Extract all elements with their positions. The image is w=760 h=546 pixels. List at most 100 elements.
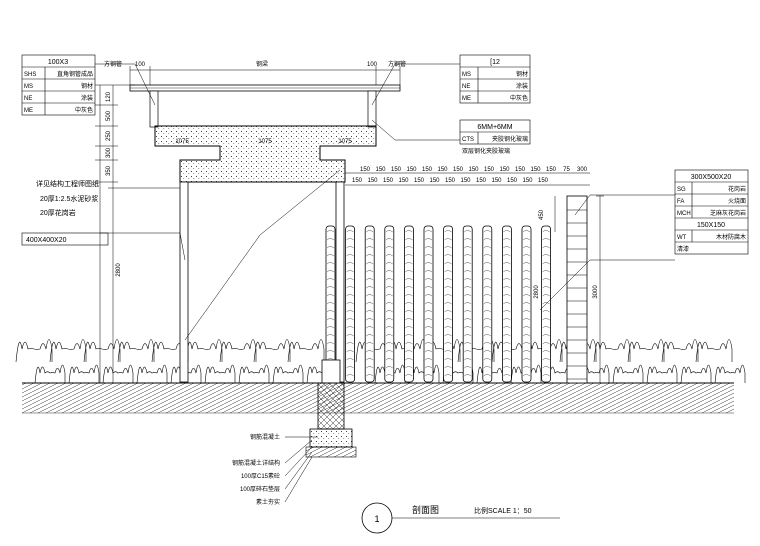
right-mid-table-value: 木材防腐木 [716, 233, 746, 241]
shrub [272, 364, 304, 384]
post-dim: 150 [484, 167, 495, 173]
left-table-value: 中灰色 [75, 106, 93, 114]
post-row [325, 225, 551, 383]
concrete-frame [154, 125, 377, 383]
shrub [15, 339, 53, 363]
shrub [219, 339, 257, 363]
shrub [714, 364, 746, 384]
post-dim: 150 [406, 167, 417, 173]
left-table-value: 直角钢管成品 [57, 70, 93, 78]
left-spec-frame [21, 232, 109, 246]
post-dim: 150 [375, 167, 386, 173]
shrub [204, 364, 236, 384]
left-note: 20厚花岗岩 [40, 208, 76, 217]
left-table-value: 涂装 [81, 94, 93, 102]
right-mid-table-code: SG [677, 187, 686, 193]
footing [305, 359, 357, 458]
shrub [695, 339, 733, 363]
left-table-value: 钢材 [81, 82, 93, 90]
left-table-spec: 100X3 [48, 59, 68, 66]
dim-vertical: 300 [106, 147, 112, 158]
dim-vertical: 2800 [116, 263, 122, 277]
right-mid-table-code: MCH [677, 211, 691, 217]
beam-dim: 1075 [258, 139, 272, 145]
shrub [117, 339, 155, 363]
post-dimension-labels: 150 150 150 150 150 150 150 150 150 150 150 150 150 1… [352, 167, 588, 184]
title-number: 1 [374, 514, 379, 524]
glass-table-frame [459, 119, 531, 145]
dim-vertical: 250 [106, 130, 112, 141]
post-dim: 150 [507, 178, 518, 184]
left-table-code: ME [24, 108, 33, 114]
right-top-table-spec: [12 [490, 59, 500, 66]
right-top-table-value: 中灰色 [510, 94, 528, 102]
left-note: 详见结构工程师图纸 [36, 179, 99, 188]
post-dim: 150 [468, 167, 479, 173]
post-dim: 150 [360, 167, 371, 173]
right-top-table-frame [459, 54, 531, 104]
post-dim: 150 [530, 167, 541, 173]
post-dim: 150 [499, 167, 510, 173]
dimension-lines [95, 66, 604, 384]
glass-table-spec: 6MM+6MM [477, 124, 512, 131]
foundation-label: 100厚C15素砼 [241, 472, 280, 480]
shrub [627, 339, 665, 363]
foundation-label: 100厚碎石垫层 [240, 485, 280, 493]
dim-vertical: 350 [106, 165, 112, 176]
ground [22, 382, 734, 414]
roof-beam [129, 84, 401, 128]
post-dim: 150 [546, 167, 557, 173]
glass-table-value: 夹胶钢化玻璃 [492, 135, 528, 143]
post-dim: 150 [437, 167, 448, 173]
shrub [136, 364, 168, 384]
dim-vertical: 120 [106, 91, 112, 102]
post-dim: 150 [491, 178, 502, 184]
title-scale: 比例SCALE 1：50 [474, 506, 532, 515]
post-label: 2800 [534, 285, 540, 299]
top-left-dim: 100 [135, 62, 146, 68]
right-mid-table-spec2: 150X150 [697, 222, 725, 229]
post-dim: 150 [453, 167, 464, 173]
beam-dim: 1075 [338, 139, 352, 145]
right-top-table-value: 涂装 [516, 82, 528, 90]
post-dim: 150 [352, 178, 363, 184]
shrub [253, 339, 291, 363]
left-table-code: NE [24, 96, 32, 102]
glass-note: 双层钢化夹胶玻璃 [462, 147, 510, 155]
glass-table-code: CTS [462, 137, 474, 143]
right-mid-table-value: 火烧面 [728, 197, 746, 205]
post-dim: 150 [515, 167, 526, 173]
post-dim: 75 [563, 167, 570, 173]
title-block [361, 502, 560, 534]
right-mid-table-value: 芝麻灰花岗岩 [710, 209, 746, 217]
post-dim: 150 [445, 178, 456, 184]
post-dim: 150 [383, 178, 394, 184]
beam-dim: 1075 [175, 139, 189, 145]
post-dim: 150 [429, 178, 440, 184]
top-right-label: 方钢管 [388, 60, 406, 68]
post-dim: 150 [367, 178, 378, 184]
right-top-table-code: NE [462, 84, 470, 90]
stone-wall [566, 195, 588, 384]
right-mid-table-code: FA [677, 199, 684, 205]
foundation-label: 素土夯实 [256, 498, 280, 506]
shrub [680, 364, 712, 384]
shrub [49, 339, 87, 363]
left-spec: 400X400X20 [26, 237, 67, 244]
dim-right: 3000 [593, 285, 599, 299]
shrub [185, 339, 223, 363]
foundation-label: 钢筋混凝土详结构 [232, 459, 280, 467]
post-dim: 300 [577, 167, 588, 173]
shrub [34, 364, 66, 384]
left-table-code: MS [24, 84, 33, 90]
right-top-table-value: 钢材 [516, 70, 528, 78]
top-left-label: 方钢管 [104, 60, 122, 68]
post-dim: 150 [522, 178, 533, 184]
top-right-dim: 100 [367, 62, 378, 68]
dim-right: 450 [539, 209, 545, 220]
foundation-label: 钢筋混凝土 [250, 433, 280, 441]
right-mid-table-spec: 300X500X20 [691, 174, 732, 181]
shrub [646, 364, 678, 384]
right-mid-table-code: WT [677, 235, 687, 241]
post-dim: 150 [414, 178, 425, 184]
